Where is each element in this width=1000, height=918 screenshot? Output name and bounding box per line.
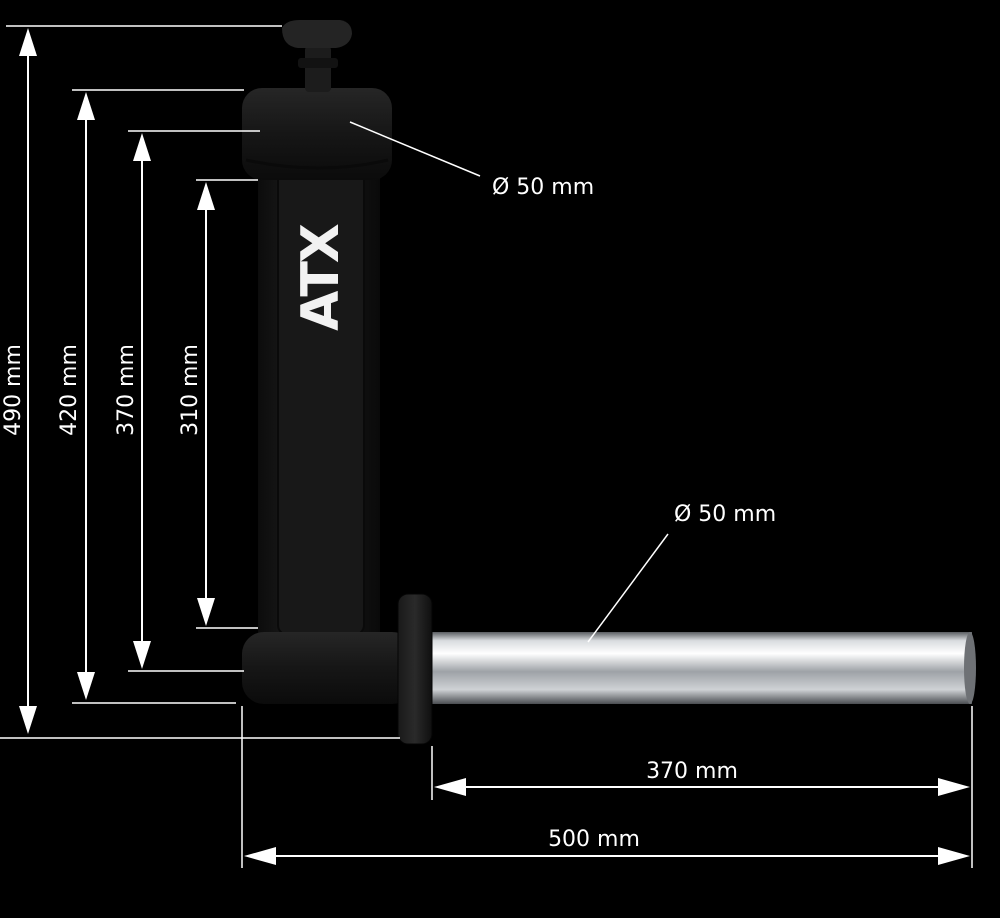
label-top-sleeve-diameter: Ø 50 mm bbox=[492, 175, 594, 200]
dimension-420 bbox=[77, 92, 95, 700]
dimension-490 bbox=[19, 28, 37, 734]
label-loading-pin-diameter: Ø 50 mm bbox=[674, 502, 776, 527]
label-310: 310 mm bbox=[178, 344, 203, 436]
dimension-500 bbox=[244, 847, 970, 865]
dimension-370-vertical bbox=[133, 133, 151, 669]
top-sleeve bbox=[242, 88, 392, 180]
brand-logo: ATX bbox=[291, 223, 351, 331]
leader-top-sleeve bbox=[349, 121, 481, 177]
extension-lines bbox=[0, 25, 973, 868]
label-420: 420 mm bbox=[57, 344, 82, 436]
label-370-horizontal: 370 mm bbox=[646, 759, 738, 784]
label-500: 500 mm bbox=[548, 827, 640, 852]
dimension-310 bbox=[197, 182, 215, 626]
leader-loading-pin bbox=[587, 533, 669, 643]
product-illustration: ATX bbox=[242, 20, 976, 745]
loading-pin bbox=[418, 632, 976, 704]
knob-icon bbox=[282, 20, 352, 92]
bottom-sleeve bbox=[242, 632, 414, 704]
label-490: 490 mm bbox=[1, 344, 26, 436]
collar-plate bbox=[397, 593, 433, 745]
label-370-vertical: 370 mm bbox=[114, 344, 139, 436]
dimension-370-horizontal bbox=[434, 778, 970, 796]
